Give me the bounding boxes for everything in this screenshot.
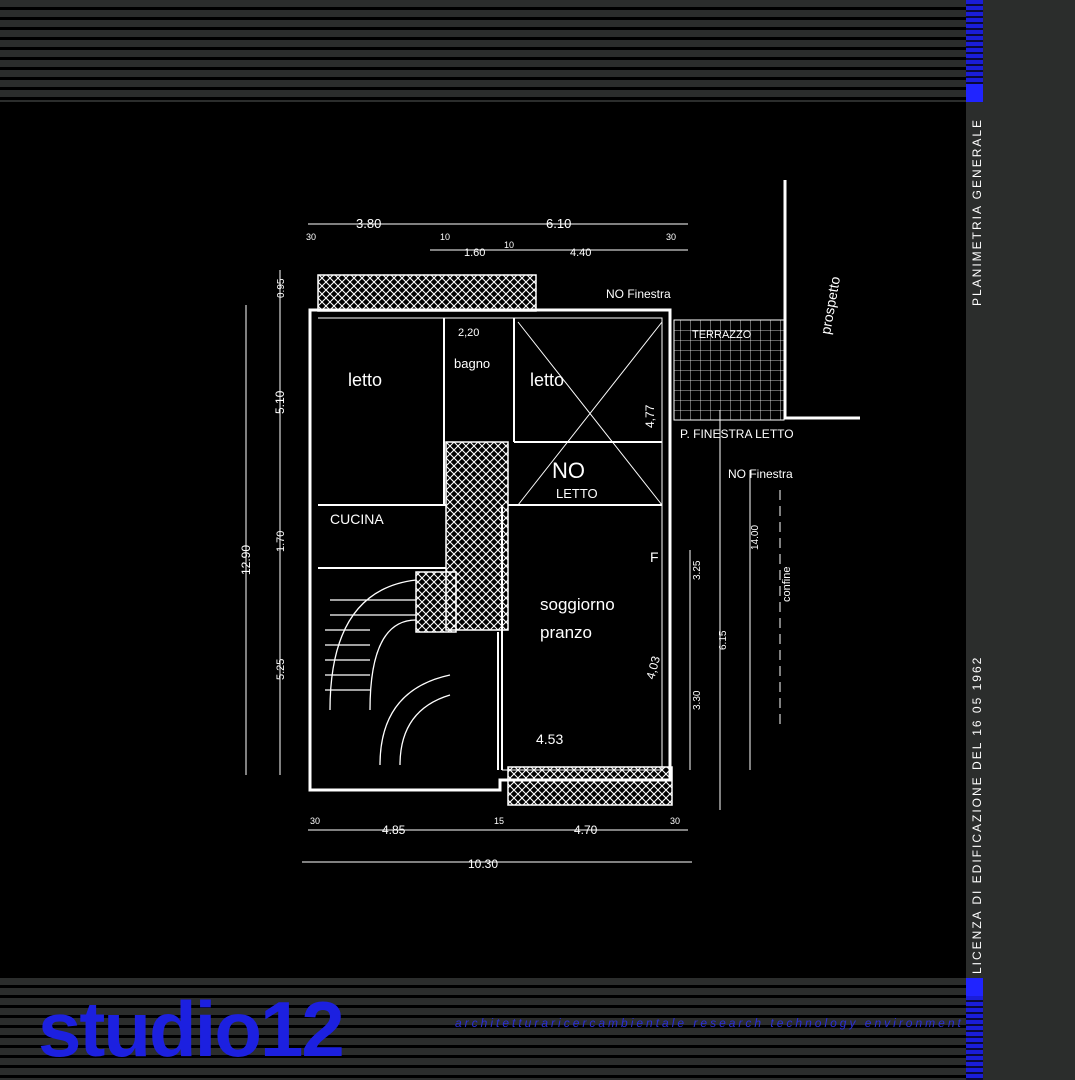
dim-bottom-right: 4.70 (574, 823, 598, 837)
dim-top-30b: 30 (666, 232, 676, 242)
blue-accent-block-top (966, 84, 983, 102)
terrazzo-grid (673, 319, 785, 421)
room-terrazzo: TERRAZZO (692, 329, 752, 341)
dim-bottom-30b: 30 (670, 816, 680, 826)
room-soggiorno: soggiorno (540, 595, 615, 614)
room-cucina: CUCINA (330, 511, 384, 527)
dim-right-403: 4,03 (643, 654, 663, 680)
room-letto-right: letto (530, 370, 564, 390)
staircase (325, 579, 451, 766)
room-letto-left: letto (348, 370, 382, 390)
dimension-lines (245, 223, 781, 863)
room-letto-center: LETTO (556, 486, 598, 501)
dim-bagno-width: 2,20 (458, 327, 479, 339)
dim-bottom-total: 10.30 (468, 857, 498, 871)
dim-left-525: 5.25 (275, 659, 287, 680)
note-confine: confine (781, 567, 793, 602)
balcony-top-hatch (317, 274, 537, 312)
blue-accent-strip-bottom (966, 996, 983, 1080)
cross-line-b (517, 321, 663, 506)
dim-bottom-30: 30 (310, 816, 320, 826)
dim-left-095: 0.95 (276, 278, 287, 298)
dim-top-sub-left: 1.60 (464, 247, 485, 259)
dim-top-10a: 10 (440, 232, 450, 242)
room-no-mark: NO (552, 458, 585, 483)
bottom-stripes (0, 978, 966, 1080)
dim-bottom-left: 4.85 (382, 823, 406, 837)
outer-wall (308, 308, 672, 792)
dim-right-325: 3.25 (692, 560, 703, 580)
neighbour-wall (783, 180, 860, 420)
blue-accent-strip-top (966, 0, 983, 102)
dim-left-170: 1.70 (275, 531, 287, 552)
dim-left-total: 12.90 (239, 545, 253, 575)
dim-right-477: 4,77 (643, 404, 657, 428)
sheet-title: PLANIMETRIA GENERALE (970, 117, 984, 306)
dim-right-615: 6.15 (718, 630, 729, 650)
inner-wall-outline (318, 317, 663, 771)
dim-right-1400: 14.00 (750, 525, 761, 550)
dim-top-30a: 30 (306, 232, 316, 242)
dim-top-left: 3.80 (356, 216, 381, 231)
note-prospetto: prospetto (817, 275, 843, 335)
dim-top-10b: 10 (504, 240, 514, 250)
licence-text: LICENZA DI EDIFICAZIONE DEL 16 05 1962 (970, 655, 984, 974)
balcony-bottom-hatch (507, 766, 673, 806)
stair-hatch (415, 571, 457, 633)
note-no-finestra-right: NO Finestra (728, 467, 793, 481)
room-bagno: bagno (454, 356, 490, 371)
floor-plan-drawing: letto bagno letto CUCINA NO LETTO soggio… (239, 180, 860, 871)
studio-logo: studio12 (38, 985, 345, 1073)
note-no-finestra-top: NO Finestra (606, 287, 671, 301)
dim-left-510: 5.10 (273, 390, 287, 414)
note-p-finestra-letto: P. FINESTRA LETTO (680, 427, 794, 441)
dim-bottom-15: 15 (494, 816, 504, 826)
top-stripes (0, 0, 966, 102)
dim-right-330: 3.30 (692, 690, 703, 710)
blue-accent-block-bottom (966, 978, 983, 996)
dim-top-sub-right: 4.40 (570, 247, 591, 259)
studio-tagline: architetturaricercambientale research te… (455, 1016, 964, 1030)
note-f-mark: F (650, 549, 659, 565)
room-pranzo: pranzo (540, 623, 592, 642)
dim-soggiorno-width: 4.53 (536, 731, 563, 747)
right-title-panel (966, 0, 1075, 1080)
dim-top-right: 6.10 (546, 216, 571, 231)
